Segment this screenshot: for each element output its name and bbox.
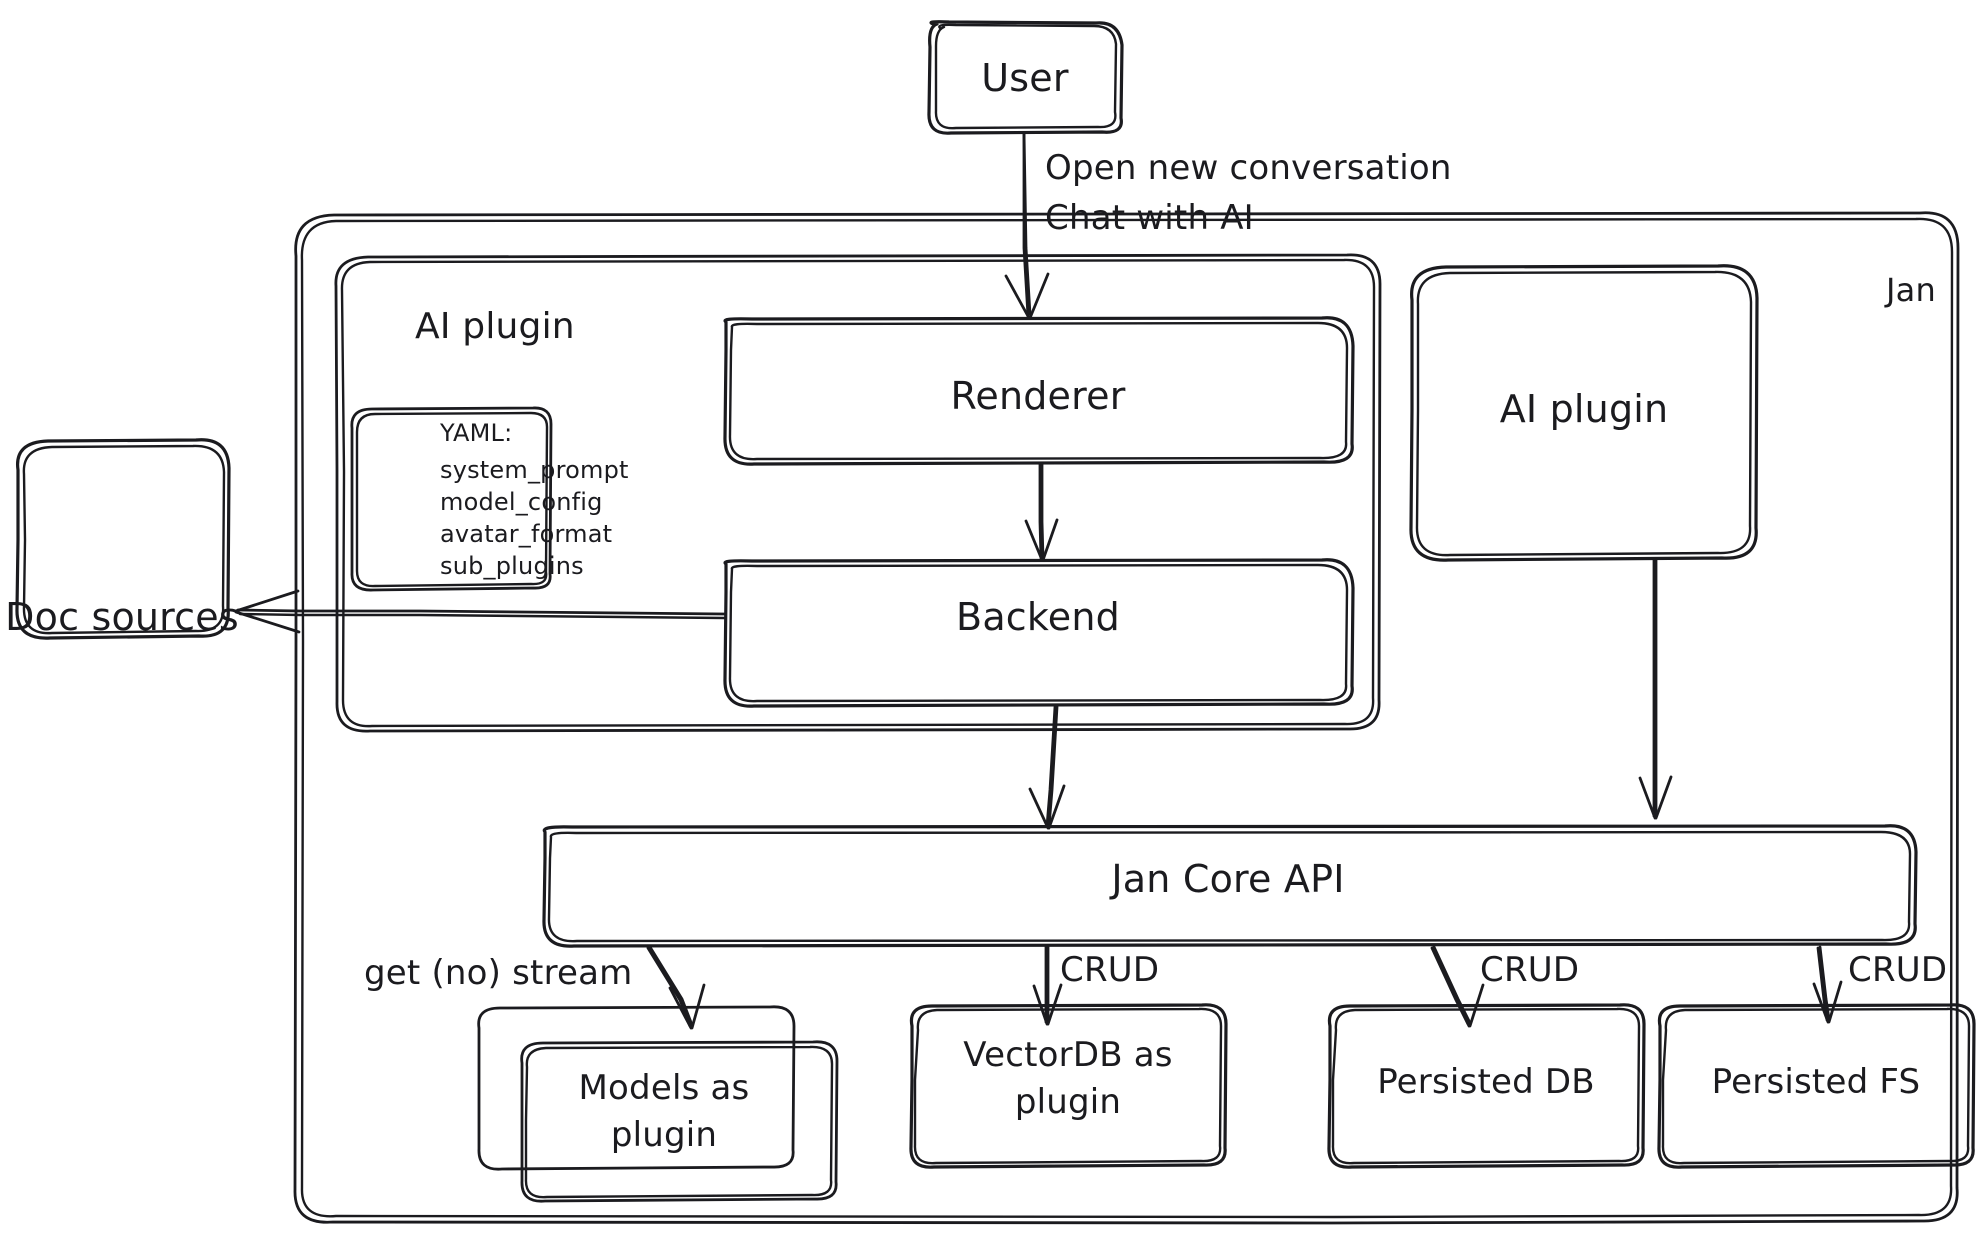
edge-label-open-new-conversation: Open new conversation [1045,148,1452,188]
jan-container-label: Jan [1886,271,1936,309]
yaml-note-title: YAML: [440,419,513,447]
edge-core-api-to-persisted-db [1430,945,1485,1028]
ai-plugin-group-label: AI plugin [415,306,575,347]
edge-core-api-to-vectordb [1032,945,1063,1026]
ai-plugin-box-label: AI plugin [1499,387,1669,431]
doc-sources-box-label: Doc sources [5,595,239,639]
models-as-plugin-label-line2: plugin [610,1115,718,1155]
yaml-note-outline [350,406,553,592]
doc-sources-box-outline [15,438,231,640]
backend-box-label: Backend [956,595,1120,639]
persisted-db-box-outline [1327,1003,1646,1169]
edge-label-crud-vectordb: CRUD [1060,950,1160,990]
edge-core-api-to-models [646,945,706,1030]
ai-plugin-group-outline [334,253,1382,733]
persisted-fs-label: Persisted FS [1711,1062,1921,1102]
yaml-note-line-avatar-format: avatar_format [440,520,613,548]
user-box-label: User [981,56,1069,100]
backend-box-outline [723,558,1355,708]
edge-renderer-to-backend [1024,461,1059,562]
vectordb-as-plugin-label-line2: plugin [1014,1082,1122,1122]
user-box-outline [927,20,1124,135]
ai-plugin-box-outline [1409,264,1759,562]
edge-ai-plugin-to-core-api [1638,558,1673,820]
edge-backend-to-core-api [1028,705,1066,830]
yaml-note-line-sub-plugins: sub_plugins [440,552,584,580]
vectordb-as-plugin-box-outline [909,1003,1228,1169]
yaml-note-line-system-prompt: system_prompt [440,456,629,484]
vectordb-as-plugin-label-line1: VectorDB as [963,1035,1173,1075]
jan-core-api-box-outline [542,824,1918,948]
renderer-box-label: Renderer [950,374,1126,418]
edge-label-chat-with-ai: Chat with AI [1045,198,1254,238]
jan-container-outline [293,211,1960,1225]
models-as-plugin-label-line1: Models as [578,1068,750,1108]
persisted-db-label: Persisted DB [1377,1062,1595,1102]
persisted-fs-box-outline [1657,1003,1976,1169]
edge-label-crud-persisted-fs: CRUD [1848,950,1948,990]
models-as-plugin-box-outline [477,1005,839,1203]
yaml-note-line-model-config: model_config [440,488,603,516]
edge-user-to-renderer [1004,131,1050,320]
edge-label-crud-persisted-db: CRUD [1480,950,1580,990]
edge-backend-to-doc-sources [234,589,726,634]
edge-core-api-to-persisted-fs [1812,945,1843,1024]
edge-label-get-no-stream: get (no) stream [364,953,633,993]
renderer-box-outline [723,316,1355,466]
jan-core-api-box-label: Jan Core API [1111,857,1345,901]
